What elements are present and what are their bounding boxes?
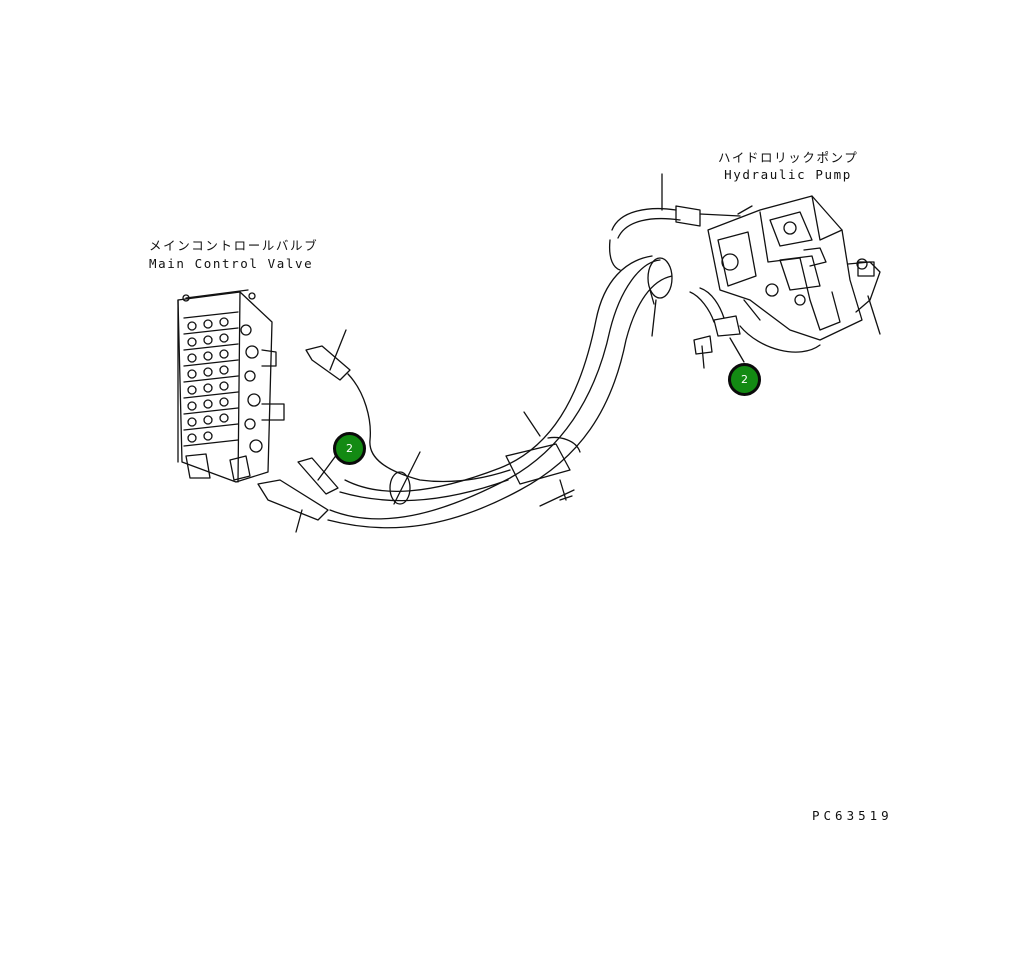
valve-label-japanese: メインコントロールバルブ	[149, 238, 319, 253]
pump-label-english: Hydraulic Pump	[724, 167, 852, 182]
leader-line	[295, 173, 881, 533]
pump-label-japanese: ハイドロリックポンプ	[718, 150, 859, 165]
part-callout[interactable]: 2	[333, 432, 366, 465]
drawing-number: PC63519	[812, 808, 893, 823]
hose-fitting	[257, 205, 875, 521]
valve-label-english: Main Control Valve	[149, 256, 314, 271]
hydraulic-pump	[707, 195, 881, 341]
part-callout[interactable]: 2	[728, 363, 761, 396]
main-control-valve	[177, 289, 285, 483]
hose-clamp	[389, 257, 673, 505]
hose-bundle	[327, 207, 821, 529]
